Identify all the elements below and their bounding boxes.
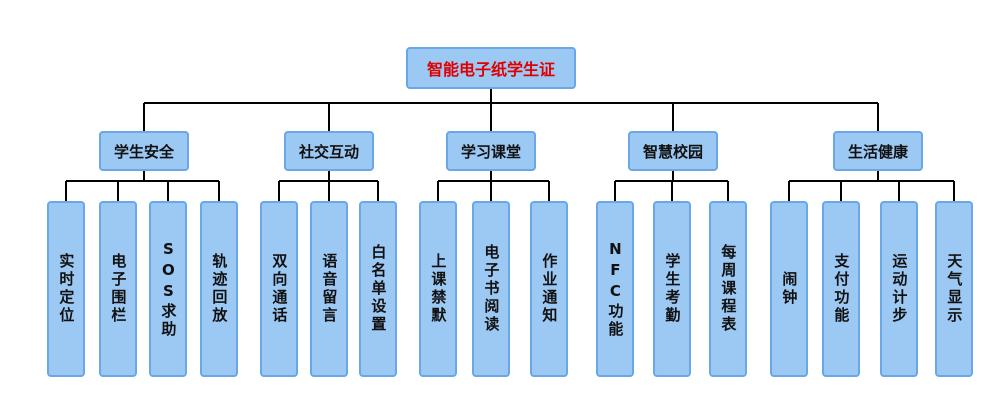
leaf-node: NFC功能 bbox=[596, 201, 634, 377]
root-node: 智能电子纸学生证 bbox=[406, 47, 576, 89]
leaf-node: 电子围栏 bbox=[99, 201, 137, 377]
leaf-node: 天气显示 bbox=[935, 201, 973, 377]
category-social-interaction: 社交互动 bbox=[284, 131, 374, 171]
leaf-node: 白名单设置 bbox=[359, 201, 397, 377]
category-student-safety: 学生安全 bbox=[99, 131, 189, 171]
leaf-node: 上课禁默 bbox=[419, 201, 457, 377]
leaf-node: 轨迹回放 bbox=[200, 201, 238, 377]
leaf-node: 语音留言 bbox=[310, 201, 348, 377]
leaf-node: 支付功能 bbox=[822, 201, 860, 377]
leaf-node: SOS求助 bbox=[149, 201, 187, 377]
leaf-node: 闹钟 bbox=[770, 201, 808, 377]
category-learning-classroom: 学习课堂 bbox=[446, 131, 536, 171]
leaf-node: 每周课程表 bbox=[709, 201, 747, 377]
leaf-node: 运动计步 bbox=[880, 201, 918, 377]
leaf-node: 实时定位 bbox=[47, 201, 85, 377]
category-smart-campus: 智慧校园 bbox=[628, 131, 718, 171]
leaf-node: 电子书阅读 bbox=[472, 201, 510, 377]
leaf-node: 作业通知 bbox=[530, 201, 568, 377]
category-life-health: 生活健康 bbox=[833, 131, 923, 171]
leaf-node: 学生考勤 bbox=[653, 201, 691, 377]
leaf-node: 双向通话 bbox=[260, 201, 298, 377]
